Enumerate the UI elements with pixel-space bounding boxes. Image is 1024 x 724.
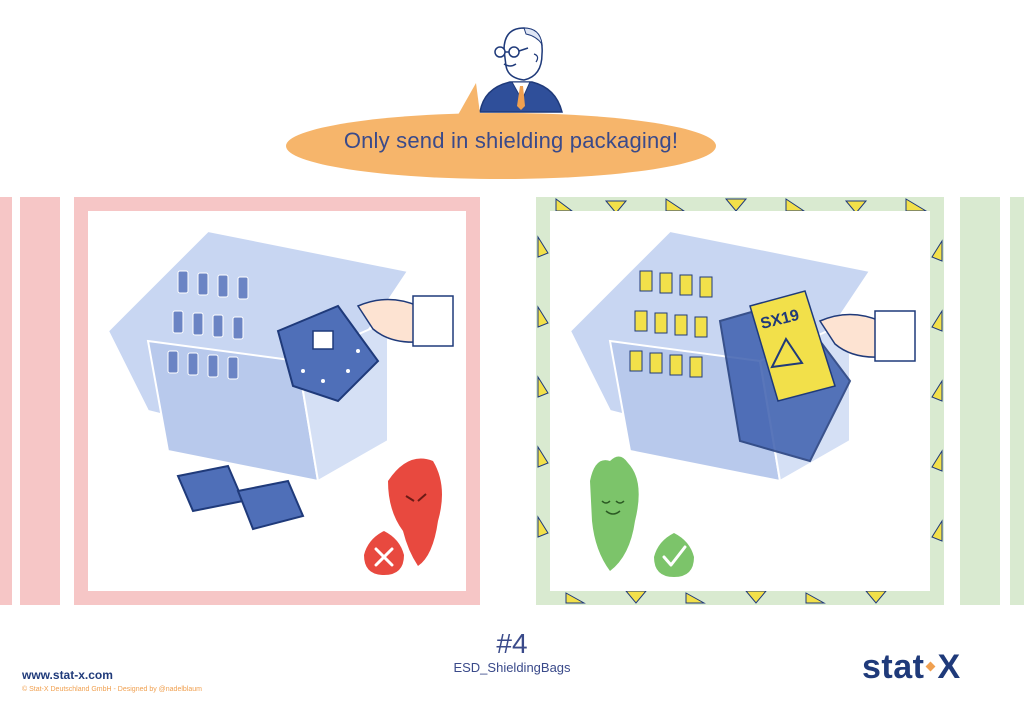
speech-bubble: [286, 83, 716, 179]
correct-example-canvas: SX19: [550, 211, 930, 591]
stat-x-logo: stat X: [862, 648, 1007, 696]
left-stripe-thin: [0, 197, 12, 605]
logo-text-x: X: [937, 648, 961, 686]
correct-example-panel: SX19: [536, 197, 944, 605]
shielded-box-illustration: SX19: [568, 229, 916, 571]
speech-bubble-text: Only send in shielding packaging!: [343, 128, 679, 153]
esd-warning-pattern: [537, 198, 943, 604]
tip-number: #4: [496, 628, 528, 659]
cross-mark-icon: [364, 531, 404, 575]
wrong-example-panel: [74, 197, 480, 605]
logo-text-stat: stat: [862, 648, 925, 686]
right-stripe-wide: [960, 197, 1000, 605]
copyright-text: © Stat-X Deutschland GmbH - Designed by …: [22, 686, 202, 693]
logo-dot-icon: [926, 661, 936, 672]
website-link[interactable]: www.stat-x.com: [22, 668, 113, 682]
tip-subtitle: ESD_ShieldingBags: [453, 660, 571, 675]
left-stripe-wide: [20, 197, 60, 605]
businessman-illustration: [479, 27, 563, 113]
check-mark-icon: [654, 533, 694, 577]
right-stripe-thin: [1010, 197, 1024, 605]
unshielded-box-illustration: [106, 229, 454, 566]
wrong-example-canvas: [88, 211, 466, 591]
